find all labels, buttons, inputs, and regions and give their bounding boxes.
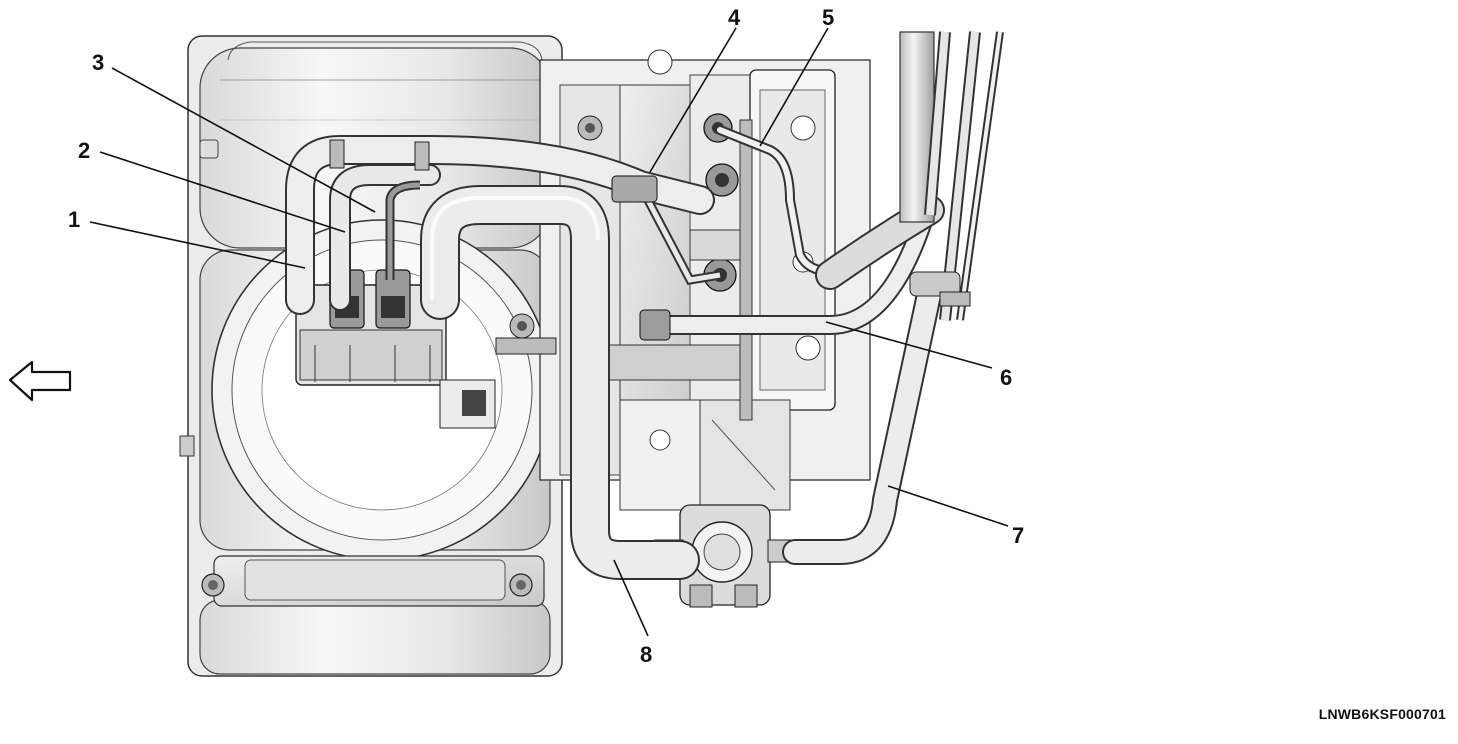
callout-5: 5 <box>822 5 834 30</box>
leader-line-5 <box>759 27 829 147</box>
callout-7: 7 <box>1012 523 1024 548</box>
callout-3: 3 <box>92 50 104 75</box>
leader-line-1 <box>89 221 306 269</box>
callout-4: 4 <box>728 5 741 30</box>
callout-2: 2 <box>78 138 90 163</box>
leader-line-2 <box>99 151 346 233</box>
left-arrow-icon <box>8 360 72 402</box>
figure-id: LNWB6KSF000701 <box>1318 706 1446 722</box>
leader-lines <box>89 27 1009 637</box>
leader-line-4 <box>649 27 737 173</box>
leader-line-8 <box>613 559 649 637</box>
callout-1: 1 <box>68 207 80 232</box>
pipe-network <box>285 31 1004 580</box>
leader-line-6 <box>825 321 993 369</box>
callout-6: 6 <box>1000 365 1012 390</box>
leader-line-7 <box>887 485 1009 527</box>
callout-labels: 1 2 3 4 5 6 7 8 <box>68 5 1024 667</box>
leader-line-3 <box>111 67 376 213</box>
callout-8: 8 <box>640 642 652 667</box>
